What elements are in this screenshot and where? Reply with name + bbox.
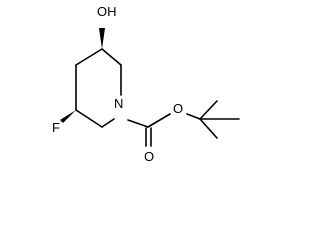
atom-label-carbonyl-oxygen: O — [144, 149, 154, 164]
atom-label-fluorine: F — [52, 120, 60, 135]
bond-carbonyl-ester-o — [147, 113, 171, 128]
atom-label-hydroxyl: OH — [97, 4, 117, 19]
bond-c5-c6 — [75, 109, 103, 128]
bond-c2-c3 — [101, 48, 122, 66]
bond-tbu-methyl-bottom — [199, 118, 218, 139]
wedge-bond-c3-oh — [99, 28, 105, 49]
structure-diagram: OH F N O O — [52, 4, 240, 164]
bond-tbu-methyl-top — [199, 100, 218, 120]
wedge-bond-c5-f — [60, 110, 76, 123]
atom-label-ester-oxygen: O — [173, 101, 183, 116]
bond-n-carbonyl — [127, 119, 149, 128]
bond-c6-n — [101, 118, 115, 128]
bond-ester-o-tbu — [186, 113, 201, 120]
bond-c3-c4 — [75, 48, 103, 66]
atom-label-ring-nitrogen: N — [114, 96, 123, 111]
